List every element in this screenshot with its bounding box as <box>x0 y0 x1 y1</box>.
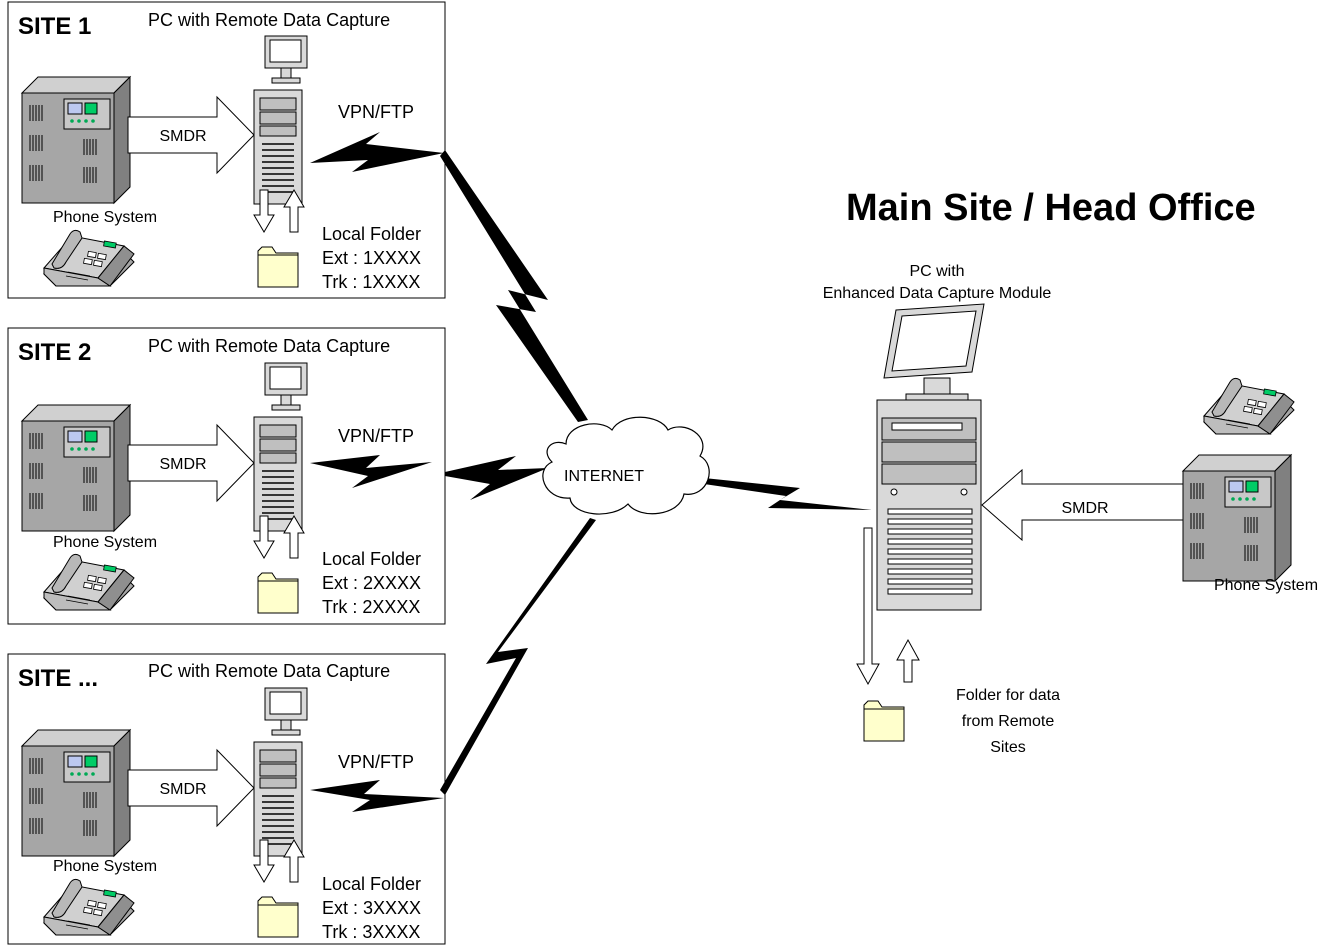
main-pc-label-line1: PC with <box>909 263 964 280</box>
main-telephone-icon <box>1203 377 1295 435</box>
site-1-trk-label: Trk : 1XXXX <box>322 272 420 292</box>
main-phone-system-label: Phone System <box>1214 577 1318 594</box>
main-folder-icon <box>863 700 905 742</box>
site-3-smdr-label: SMDR <box>159 781 206 798</box>
main-pc-icon <box>876 303 985 611</box>
site-1-phone-system-icon <box>21 76 131 204</box>
main-folder-label-line3: Sites <box>990 739 1026 756</box>
site-1-up-arrow <box>283 189 305 233</box>
site-3-ext-label: Ext : 3XXXX <box>322 898 421 918</box>
site-3-internet-lightning-icon <box>440 518 596 795</box>
site-3-down-arrow <box>253 839 275 883</box>
site-1-pc-label: PC with Remote Data Capture <box>148 10 390 30</box>
site-2-up-arrow <box>283 515 305 559</box>
site-2-box: SITE 2 PC with Remote Data Capture Phone… <box>7 327 446 625</box>
main-down-arrow <box>856 527 880 686</box>
site-2-telephone-icon <box>43 553 135 611</box>
site-2-smdr-label: SMDR <box>159 456 206 473</box>
site-3-vpn-lightning-icon <box>310 780 444 812</box>
site-2-phone-system-icon <box>21 404 131 532</box>
site-2-internet-lightning-icon <box>445 456 548 500</box>
site-2-vpn-label: VPN/FTP <box>338 426 414 446</box>
site-1-vpn-lightning-icon <box>310 132 444 172</box>
site-1-box: SITE 1 PC with Remote Data Capture Phone… <box>7 1 446 299</box>
site-1-folder-label: Local Folder <box>322 224 421 244</box>
main-smdr-arrow <box>981 468 1184 542</box>
site-1-phone-system-label: Phone System <box>53 209 157 226</box>
main-phone-system-icon <box>1182 454 1292 582</box>
site-3-telephone-icon <box>43 878 135 936</box>
site-1-smdr-arrow <box>127 95 255 175</box>
site-2-down-arrow <box>253 515 275 559</box>
site-3-pc-icon <box>253 687 308 857</box>
main-pc-label-line2: Enhanced Data Capture Module <box>823 285 1052 302</box>
site-1-pc-icon <box>253 35 308 205</box>
main-site-title: Main Site / Head Office <box>846 187 1256 229</box>
site-2-ext-label: Ext : 2XXXX <box>322 573 421 593</box>
site-1-smdr-label: SMDR <box>159 128 206 145</box>
site-3-title: SITE ... <box>18 665 98 692</box>
internet-label: INTERNET <box>564 468 644 485</box>
site-3-pc-label: PC with Remote Data Capture <box>148 661 390 681</box>
site-2-vpn-lightning-icon <box>310 455 432 488</box>
site-3-phone-system-label: Phone System <box>53 858 157 875</box>
site-3-up-arrow <box>283 839 305 883</box>
main-folder-label-line1: Folder for data <box>956 687 1060 704</box>
site-1-internet-lightning-icon <box>440 150 588 422</box>
site-3-folder-label: Local Folder <box>322 874 421 894</box>
site-2-pc-icon <box>253 362 308 532</box>
main-folder-label-line2: from Remote <box>962 713 1055 730</box>
site-2-title: SITE 2 <box>18 339 91 366</box>
site-2-folder-icon <box>257 572 299 614</box>
site-2-folder-label: Local Folder <box>322 549 421 569</box>
site-2-phone-system-label: Phone System <box>53 534 157 551</box>
main-site: Main Site / Head Office PC with Enhanced… <box>823 187 1318 756</box>
site-2-pc-label: PC with Remote Data Capture <box>148 336 390 356</box>
site-1-telephone-icon <box>43 229 135 287</box>
site-3-vpn-label: VPN/FTP <box>338 752 414 772</box>
main-smdr-label: SMDR <box>1061 500 1108 517</box>
site-3-phone-system-icon <box>21 729 131 857</box>
site-2-trk-label: Trk : 2XXXX <box>322 597 420 617</box>
main-internet-lightning-icon <box>704 478 872 510</box>
site-3-smdr-arrow <box>127 748 255 828</box>
site-1-vpn-label: VPN/FTP <box>338 102 414 122</box>
site-3-trk-label: Trk : 3XXXX <box>322 922 420 942</box>
site-1-ext-label: Ext : 1XXXX <box>322 248 421 268</box>
site-2-smdr-arrow <box>127 423 255 503</box>
site-1-down-arrow <box>253 189 275 233</box>
site-3-box: SITE ... PC with Remote Data Capture Pho… <box>7 653 446 945</box>
site-1-folder-icon <box>257 246 299 288</box>
internet-cloud-icon <box>542 416 710 515</box>
main-up-arrow <box>896 638 920 683</box>
site-3-folder-icon <box>257 896 299 938</box>
site-1-title: SITE 1 <box>18 13 91 40</box>
